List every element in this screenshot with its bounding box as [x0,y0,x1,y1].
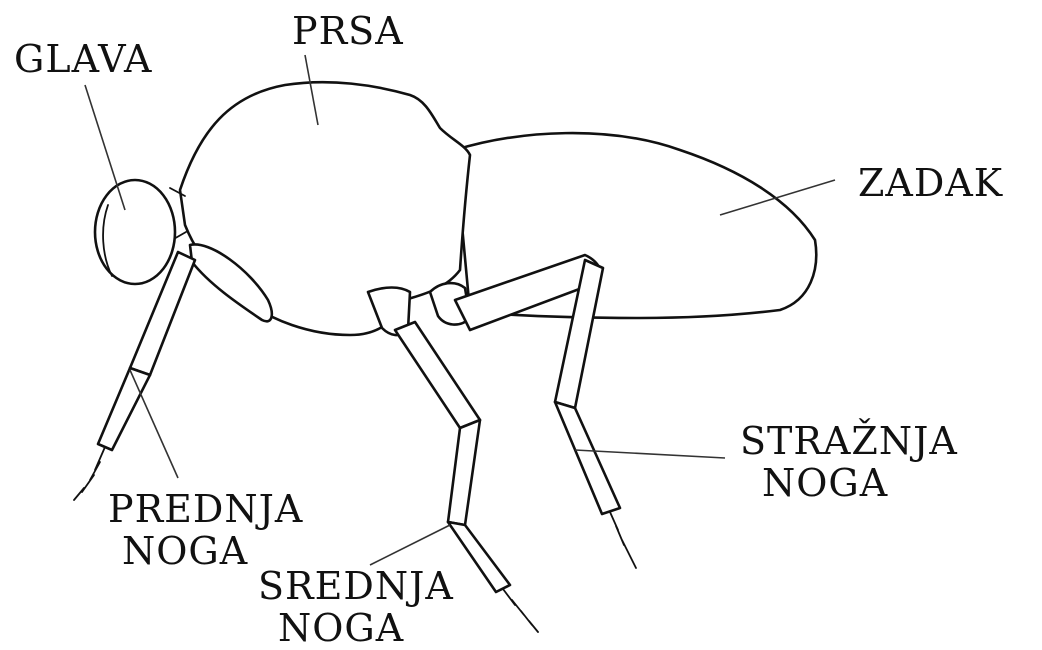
thorax-shape [180,82,470,335]
front-leg-tibia [98,368,150,450]
leader-line-head [85,85,125,210]
label-head: GLAVA [14,38,152,80]
leader-line-middle-leg [370,525,450,565]
label-hind-leg-line1: STRAŽNJA [740,420,958,462]
label-middle-leg-line1: SREDNJA [258,565,454,607]
head-shape [95,180,175,284]
hind-leg-tibia-2 [555,402,620,514]
label-hind-leg: STRAŽNJA NOGA [740,420,958,504]
middle-leg-tibia-2 [448,522,510,592]
label-abdomen: ZADAK [858,162,1003,204]
middle-leg-femur [395,322,480,428]
leader-line-front-leg [130,370,178,478]
label-front-leg: PREDNJA NOGA [108,488,303,572]
label-middle-leg-line2: NOGA [258,607,454,649]
label-thorax: PRSA [292,10,404,52]
front-leg-tarsus [74,447,105,500]
middle-leg-tarsus [503,589,538,632]
label-front-leg-line1: PREDNJA [108,488,303,530]
label-hind-leg-line2: NOGA [740,462,958,504]
middle-leg-tibia [448,420,480,525]
hind-leg-tarsus [610,512,636,568]
label-middle-leg: SREDNJA NOGA [258,565,454,649]
